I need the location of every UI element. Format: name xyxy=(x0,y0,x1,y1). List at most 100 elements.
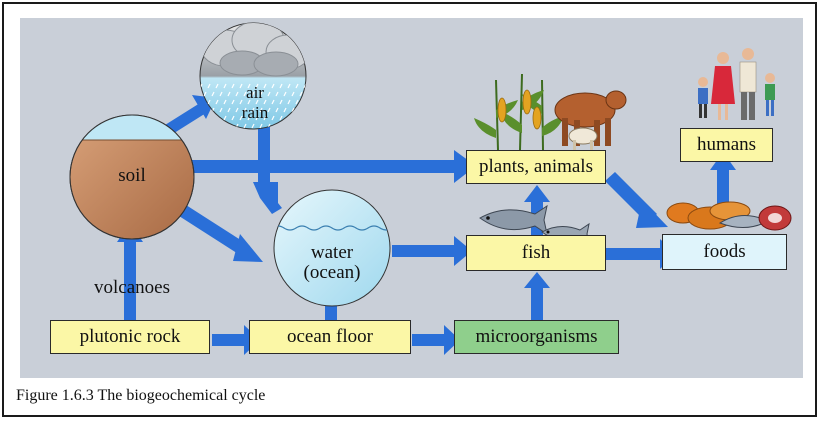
water-circle xyxy=(273,189,391,307)
rain-streak xyxy=(308,92,310,96)
rain-streak xyxy=(247,115,251,121)
rain-streak xyxy=(263,83,267,89)
rain-streak xyxy=(251,107,255,113)
arrow-water-to-fish xyxy=(392,245,456,257)
rain-streak xyxy=(259,107,263,113)
rain-streak xyxy=(263,115,267,121)
rain-streak xyxy=(295,99,299,105)
rain-streak xyxy=(223,115,227,121)
rain-streak xyxy=(299,91,303,97)
arrow-rock-to-oceanfloor xyxy=(212,334,246,346)
rain-streak xyxy=(227,107,231,113)
rain-streak xyxy=(303,115,306,121)
arrow-soil-to-plants xyxy=(192,160,454,173)
arrow-volcano-to-soil xyxy=(124,238,136,320)
rain-streak xyxy=(200,115,203,121)
rain-streak xyxy=(271,99,275,105)
plants-animals-box: plants, animals xyxy=(466,150,606,184)
diagram-panel: air rain soil water (ocean) volcanoes pl… xyxy=(20,18,803,378)
rain-streak xyxy=(255,115,259,121)
rain-streak xyxy=(215,99,219,105)
foods-illustration xyxy=(666,201,792,231)
rain-streak xyxy=(235,91,239,97)
rain-streak xyxy=(275,123,279,129)
flow-arrows xyxy=(117,95,736,355)
microorganisms-box: microorganisms xyxy=(454,320,619,354)
rain-streak xyxy=(227,91,231,97)
rain-streak xyxy=(267,107,271,113)
soil-label: soil xyxy=(118,165,146,186)
ocean-label: (ocean) xyxy=(303,262,361,283)
water-label: water xyxy=(310,242,354,263)
rain-streak xyxy=(215,83,219,89)
rain-streak xyxy=(283,123,287,129)
rain-streak xyxy=(247,99,251,105)
rain-streak xyxy=(255,99,259,105)
rain-streak xyxy=(267,91,271,97)
humans-box: humans xyxy=(680,128,773,162)
rain-streak xyxy=(271,115,275,121)
humans-illustration xyxy=(698,48,775,120)
rain-streak xyxy=(259,91,263,97)
rain-streak xyxy=(227,123,231,129)
rain-streak xyxy=(287,99,291,105)
rain-streak xyxy=(203,91,207,97)
rain-streak xyxy=(291,123,295,129)
rain-streak xyxy=(211,91,215,97)
rain-streak xyxy=(295,115,299,121)
rain-streak xyxy=(291,107,295,113)
rain-streak xyxy=(243,123,247,129)
rain-streak xyxy=(251,91,255,97)
plants-animals-illustration xyxy=(474,73,627,151)
rain-streak xyxy=(251,123,255,129)
rain-streak xyxy=(239,83,243,89)
rain-streak xyxy=(231,115,235,121)
rain-streak xyxy=(275,107,279,113)
rain-streak xyxy=(207,83,211,89)
rain-streak xyxy=(243,107,247,113)
rain-streak xyxy=(247,83,251,89)
rain-streak xyxy=(291,91,295,97)
cycle-diagram xyxy=(69,22,792,355)
rain-streak xyxy=(299,107,303,113)
volcanoes-label: volcanoes xyxy=(94,277,170,298)
ocean-floor-box: ocean floor xyxy=(249,320,411,354)
rain-streak xyxy=(279,115,283,121)
rain-streak xyxy=(287,115,291,121)
plutonic-rock-box: plutonic rock xyxy=(50,320,210,354)
arrow-soil-to-water xyxy=(179,205,250,257)
rain-streak xyxy=(303,99,306,105)
rain-streak xyxy=(263,99,267,105)
arrow-soil-to-air xyxy=(165,103,206,135)
rain-streak xyxy=(275,91,279,97)
rain-streak xyxy=(259,123,263,129)
rain-streak xyxy=(287,83,291,89)
rain-streak xyxy=(231,99,235,105)
rain-streak xyxy=(279,99,283,105)
rain-streak xyxy=(283,91,287,97)
fish-illustration xyxy=(479,204,590,246)
fish-box: fish xyxy=(466,235,606,271)
rain-streak xyxy=(243,91,247,97)
rain-streak xyxy=(219,91,223,97)
rain-streak xyxy=(279,83,283,89)
rain-streak xyxy=(239,115,243,121)
rain-streak xyxy=(235,107,239,113)
rain-streak xyxy=(223,83,227,89)
rain-streak xyxy=(295,83,299,89)
arrow-air-to-water xyxy=(258,126,270,184)
arrow-micro-to-fish xyxy=(531,283,543,321)
rain-streak xyxy=(299,123,303,129)
arrow-oceanfloor-to-micro xyxy=(412,334,446,346)
rain-streak xyxy=(203,123,207,129)
rain-streak xyxy=(283,107,287,113)
rain-streak xyxy=(223,99,227,105)
rain-streak xyxy=(239,99,243,105)
rain-streak xyxy=(215,115,219,121)
rain-streak xyxy=(271,83,275,89)
figure-caption: Figure 1.6.3 The biogeochemical cycle xyxy=(16,387,266,404)
foods-box: foods xyxy=(662,234,787,270)
rain-streak xyxy=(231,83,235,89)
rain-streak xyxy=(211,123,215,129)
rain-streak xyxy=(219,107,223,113)
